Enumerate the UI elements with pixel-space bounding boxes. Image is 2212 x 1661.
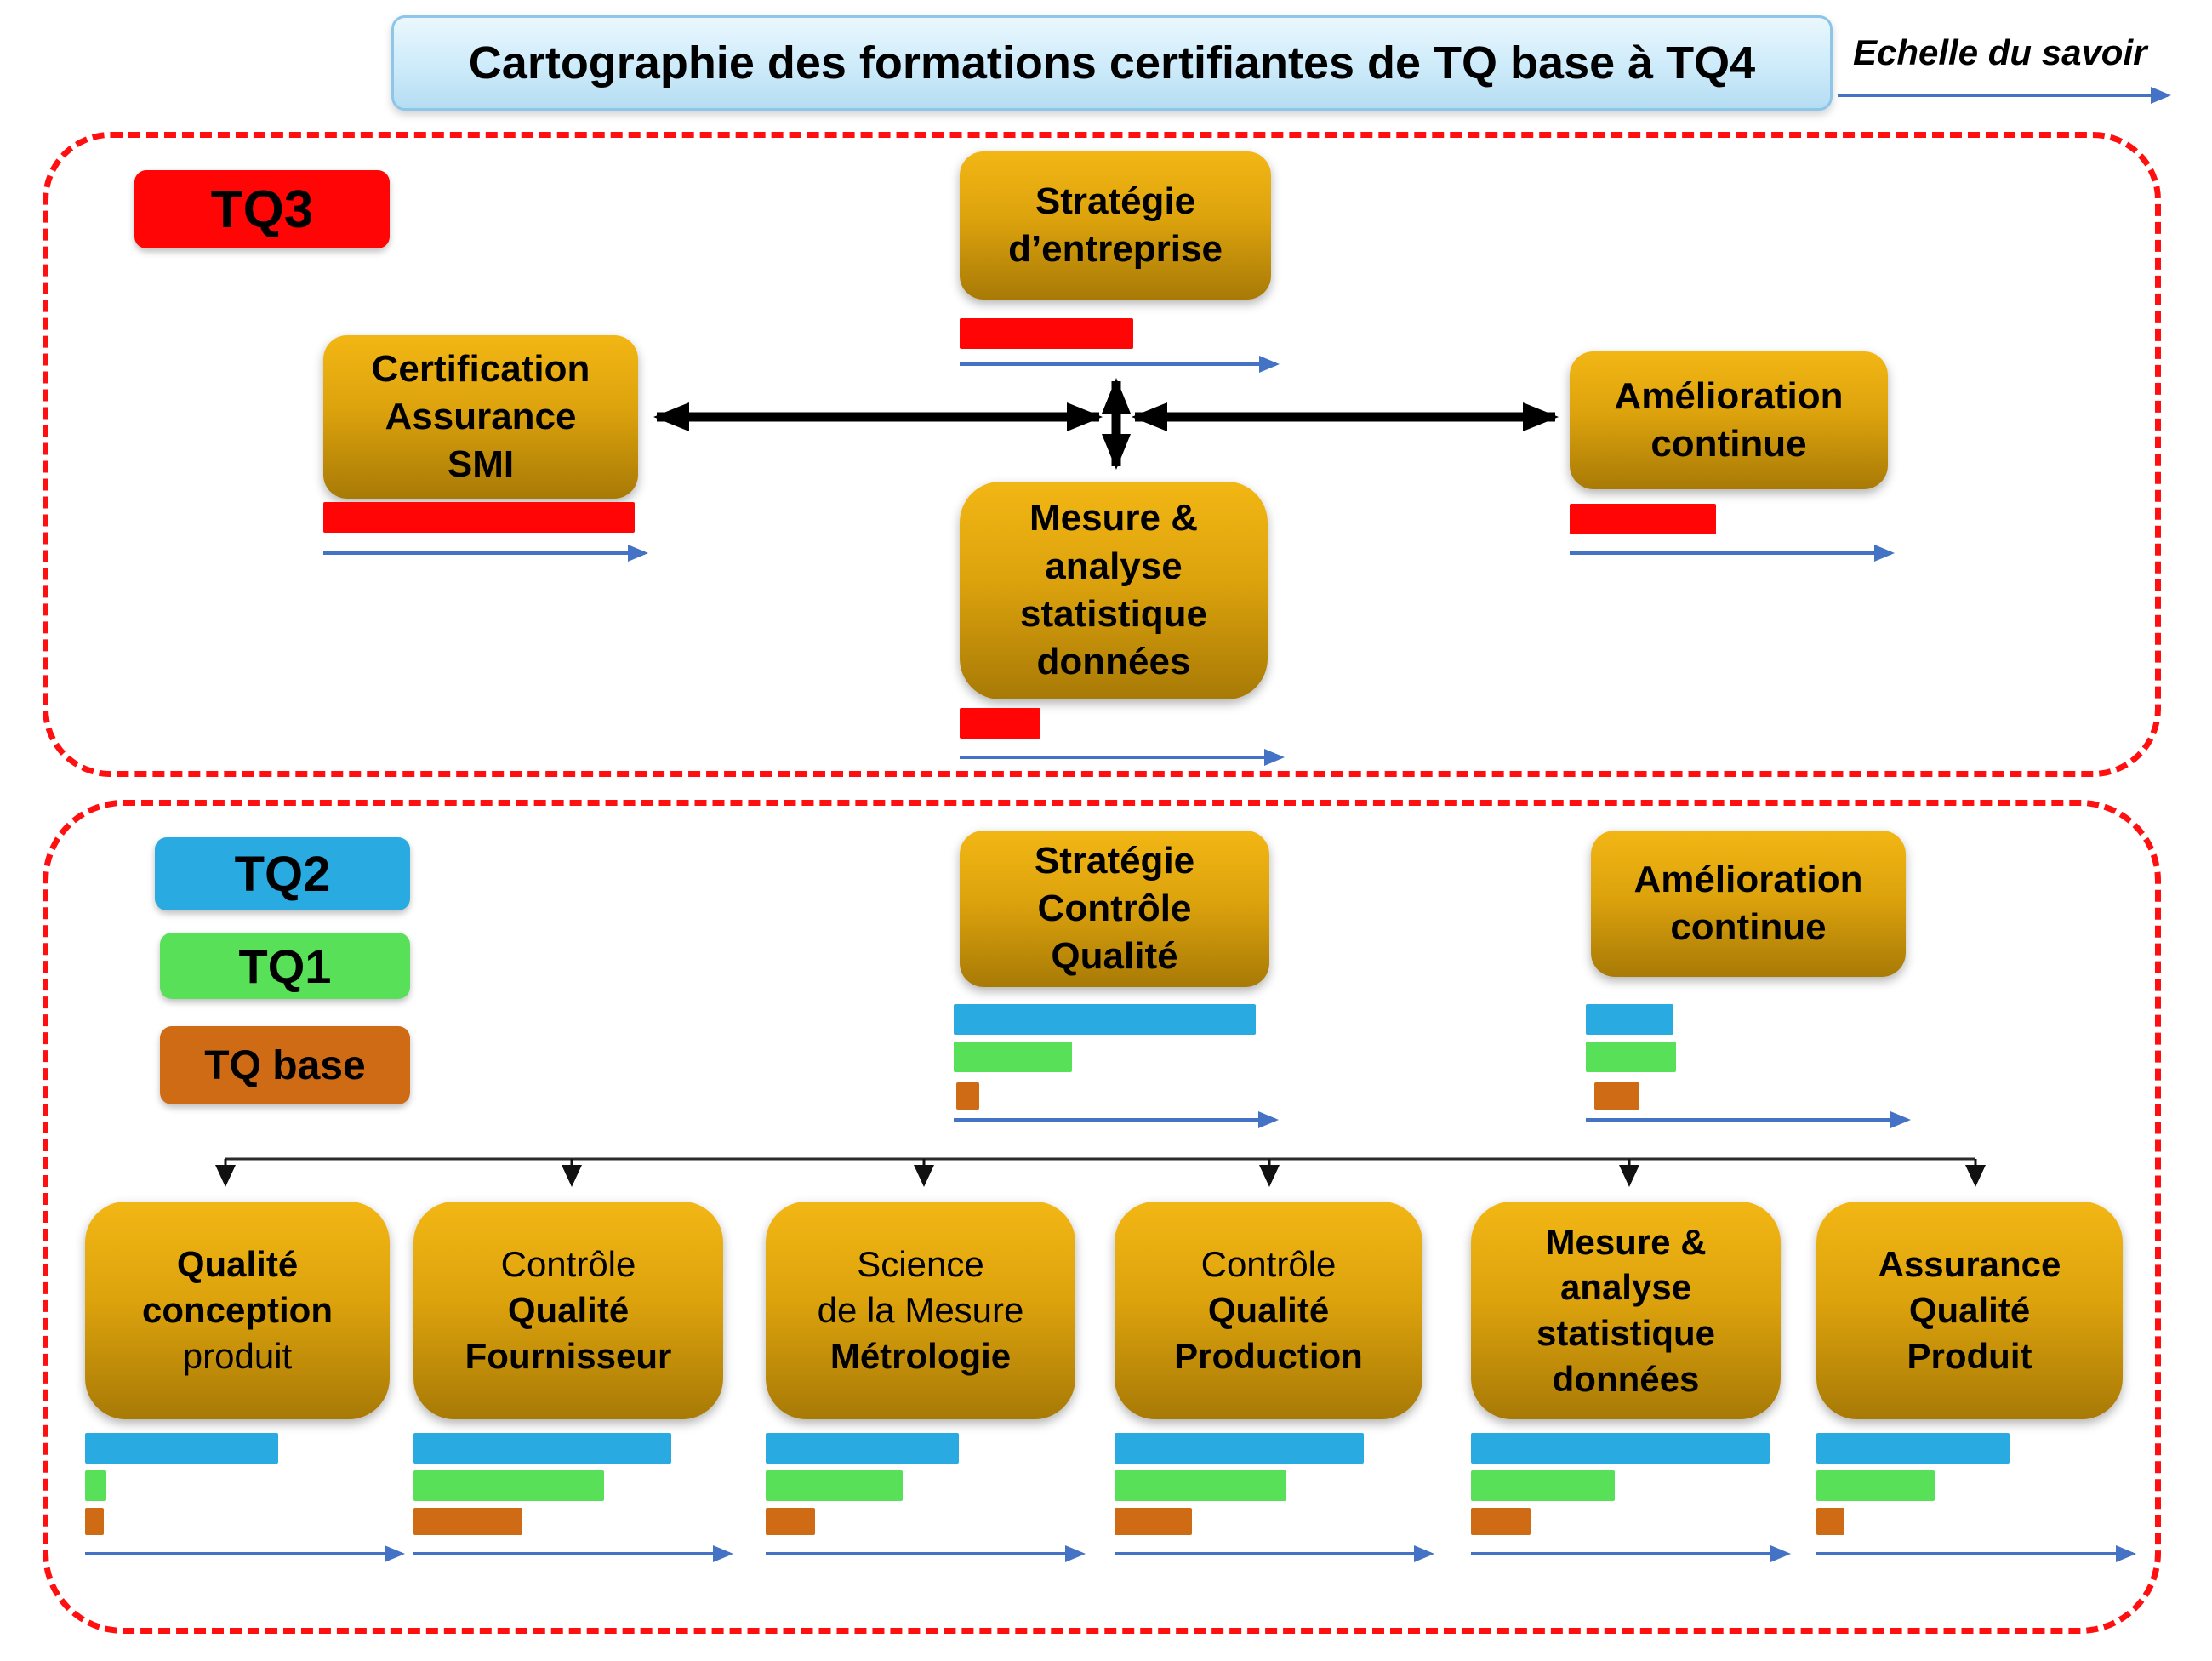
level-bar-tq1 <box>1115 1470 1286 1501</box>
level-bar-tq3 <box>960 708 1040 739</box>
level-bar-tq1 <box>954 1042 1072 1072</box>
level-bar-tqbase <box>1471 1508 1531 1535</box>
legend-chip-tqbase: TQ base <box>160 1026 410 1104</box>
scale-arrow-icon <box>1471 1545 1791 1562</box>
level-bar-tq3 <box>323 502 635 533</box>
level-bar-tqbase <box>956 1082 979 1110</box>
scale-arrow-icon <box>1816 1545 2136 1562</box>
level-bar-tq2 <box>766 1433 959 1464</box>
legend-chip-tq1: TQ1 <box>160 933 410 999</box>
scale-arrow-icon <box>85 1545 405 1562</box>
section-tq3 <box>43 132 2161 777</box>
knowledge-scale-label: Echelle du savoir <box>1853 32 2147 72</box>
level-bar-tqbase <box>1816 1508 1844 1535</box>
level-bar-tq2 <box>85 1433 278 1464</box>
scale-arrow-icon <box>323 545 648 562</box>
knowledge-scale-arrow-icon <box>1838 87 2171 104</box>
level-bar-tq2 <box>1816 1433 2010 1464</box>
level-bar-tqbase <box>1115 1508 1192 1535</box>
level-bar-tq2 <box>413 1433 671 1464</box>
level-bar-tq1 <box>85 1470 106 1501</box>
level-bar-tqbase <box>85 1508 104 1535</box>
level-bar-tq2 <box>1586 1004 1673 1035</box>
level-bar-tq1 <box>1816 1470 1935 1501</box>
level-bar-tq1 <box>1471 1470 1615 1501</box>
level-bar-tq2 <box>954 1004 1256 1035</box>
scale-arrow-icon <box>960 356 1280 373</box>
level-bar-tqbase <box>1594 1082 1639 1110</box>
page-title: Cartographie des formations certifiantes… <box>391 15 1833 111</box>
scale-arrow-icon <box>766 1545 1086 1562</box>
scale-arrow-icon <box>413 1545 733 1562</box>
legend-chip-tq2: TQ2 <box>155 837 410 910</box>
level-bar-tq3 <box>1570 504 1716 534</box>
level-bar-tq1 <box>413 1470 604 1501</box>
scale-arrow-icon <box>954 1111 1279 1128</box>
level-bar-tqbase <box>413 1508 522 1535</box>
level-bar-tqbase <box>766 1508 815 1535</box>
level-bar-tq2 <box>1115 1433 1364 1464</box>
scale-arrow-icon <box>1115 1545 1434 1562</box>
legend-chip-tq3: TQ3 <box>134 170 390 248</box>
level-bar-tq1 <box>766 1470 903 1501</box>
section-tq2-tq1-tqbase <box>43 800 2161 1634</box>
scale-arrow-icon <box>960 749 1285 766</box>
scale-arrow-icon <box>1586 1111 1911 1128</box>
level-bar-tq3 <box>960 318 1133 349</box>
level-bar-tq2 <box>1471 1433 1770 1464</box>
scale-arrow-icon <box>1570 545 1895 562</box>
level-bar-tq1 <box>1586 1042 1676 1072</box>
